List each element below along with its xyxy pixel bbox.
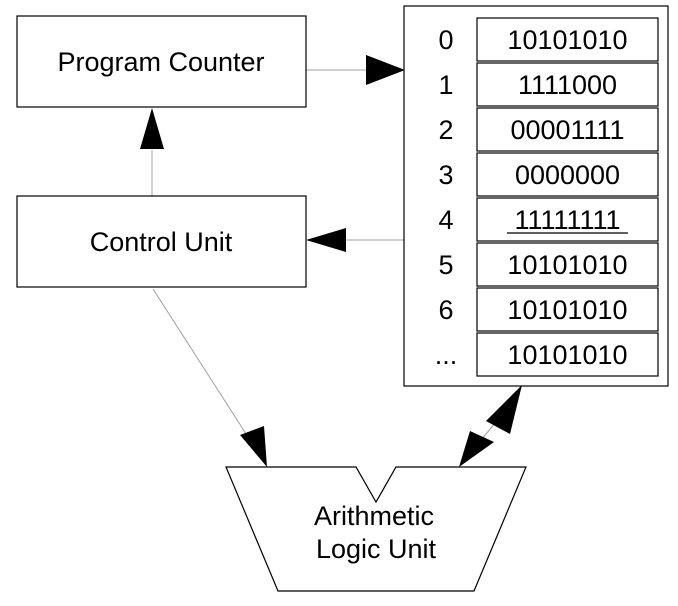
- alu-shape: Arithmetic Logic Unit: [225, 466, 527, 592]
- memory-row: 3 0000000: [438, 152, 659, 197]
- memory-address: 2: [438, 115, 453, 145]
- memory-value: 10101010: [507, 340, 627, 370]
- memory-row: 5 10101010: [438, 242, 659, 287]
- memory-address: 6: [438, 295, 453, 325]
- control-unit-box: Control Unit: [16, 195, 307, 288]
- memory-cell: [476, 107, 659, 152]
- memory-value: 11111111: [514, 205, 620, 235]
- memory-cell: [476, 332, 659, 377]
- memory-address: ...: [435, 340, 458, 370]
- memory-address: 5: [438, 250, 453, 280]
- memory-cell: [476, 17, 659, 62]
- memory-value: 10101010: [507, 295, 627, 325]
- arrowhead-memory-end: [486, 385, 522, 434]
- memory-cell: [476, 62, 659, 107]
- arrowhead-to-control-unit: [306, 228, 346, 252]
- arrowhead-to-memory: [366, 55, 405, 85]
- memory-address: 0: [438, 25, 453, 55]
- memory-value: 10101010: [507, 250, 627, 280]
- memory-cell: [476, 242, 659, 287]
- program-counter-label: Program Counter: [57, 47, 264, 77]
- memory-value: 10101010: [507, 25, 627, 55]
- memory-row: 2 00001111: [438, 107, 659, 152]
- memory-address: 1: [438, 70, 453, 100]
- arrowhead-alu-end: [459, 431, 494, 467]
- memory-address: 3: [438, 160, 453, 190]
- alu-label-line2: Logic Unit: [316, 534, 437, 564]
- control-unit-label: Control Unit: [90, 227, 233, 257]
- memory-value: 1111000: [518, 70, 617, 100]
- memory-row: ... 10101010: [435, 332, 659, 377]
- alu-label-line1: Arithmetic: [314, 501, 434, 531]
- memory-address: 4: [438, 205, 453, 235]
- memory-value: 0000000: [515, 160, 620, 190]
- memory-row: 0 10101010: [438, 17, 659, 62]
- memory-row: 1 1111000: [438, 62, 659, 107]
- arrowhead-to-alu: [240, 426, 267, 467]
- memory-cell: [476, 152, 659, 197]
- memory-row: 6 10101010: [438, 287, 659, 332]
- program-counter-box: Program Counter: [16, 15, 307, 108]
- memory-cell: [476, 287, 659, 332]
- connector-control-to-alu: [152, 288, 251, 441]
- memory-cell: [476, 197, 659, 242]
- memory-rows: 0 10101010 1 1111000 2 00001111 3 0000000 4 11111…: [435, 17, 659, 377]
- memory-block: 0 10101010 1 1111000 2 00001111 3 0000000 4 11111…: [403, 5, 669, 387]
- arrowhead-to-program-counter: [140, 108, 164, 149]
- memory-value: 00001111: [510, 115, 624, 145]
- memory-row: 4 11111111: [438, 197, 659, 242]
